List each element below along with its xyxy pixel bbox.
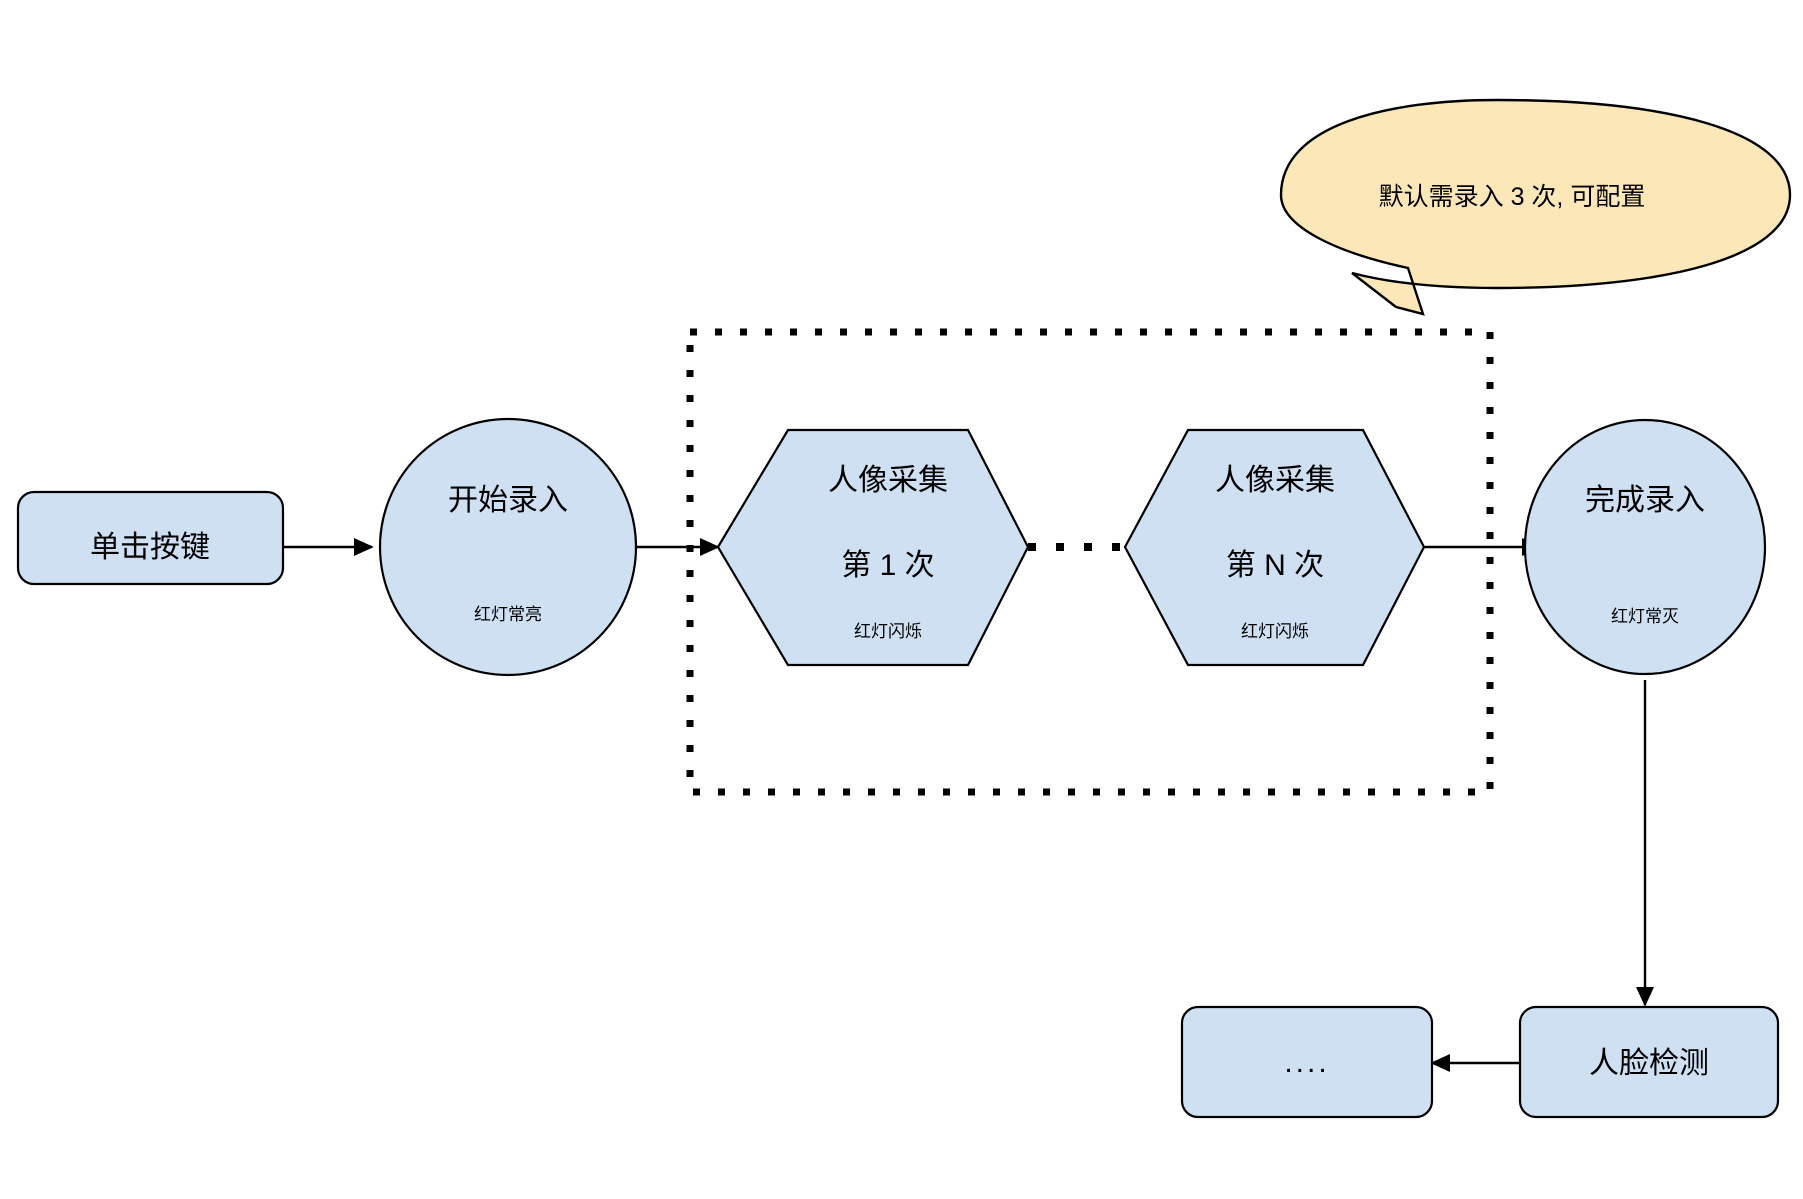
node-start-enroll-sublabel: 红灯常亮 [474, 605, 542, 624]
node-capture-first-label-line1: 人像采集 [828, 464, 948, 497]
node-finish-enroll-sublabel: 红灯常灭 [1611, 607, 1679, 626]
node-capture-nth-label-line1: 人像采集 [1215, 464, 1335, 497]
callout-balloon[interactable]: 默认需录入 3 次, 可配置 [1279, 98, 1792, 316]
node-capture-first-shape[interactable] [716, 428, 1030, 667]
node-capture-first-label-line2: 第 1 次 [841, 549, 934, 582]
node-face-detect[interactable]: 人脸检测 [1518, 1005, 1780, 1119]
node-click-key-shape[interactable] [16, 490, 285, 586]
node-start-enroll-label: 开始录入 [448, 484, 568, 517]
node-more-label: .... [1284, 1046, 1329, 1079]
node-face-detect-shape[interactable] [1518, 1005, 1780, 1119]
node-start-enroll[interactable]: 开始录入 红灯常亮 [378, 417, 638, 677]
node-click-key-label: 单击按键 [90, 531, 210, 564]
node-capture-nth-shape[interactable] [1123, 428, 1426, 667]
node-finish-enroll-label: 完成录入 [1585, 484, 1705, 517]
node-capture-nth-sublabel: 红灯闪烁 [1241, 622, 1309, 641]
node-click-key[interactable]: 单击按键 [16, 490, 285, 586]
node-finish-enroll-shape[interactable] [1523, 418, 1767, 676]
node-face-detect-label: 人脸检测 [1589, 1047, 1709, 1080]
node-start-enroll-shape[interactable] [378, 417, 638, 677]
node-capture-nth-label-line2: 第 N 次 [1226, 549, 1324, 582]
node-capture-first-sublabel: 红灯闪烁 [854, 622, 922, 641]
node-more-shape[interactable] [1180, 1005, 1434, 1119]
capture-loop-group-box [686, 328, 1494, 796]
callout-balloon-shape[interactable] [1279, 98, 1792, 316]
node-more[interactable]: .... [1180, 1005, 1434, 1119]
node-finish-enroll[interactable]: 完成录入 红灯常灭 [1523, 418, 1767, 676]
callout-text: 默认需录入 3 次, 可配置 [1379, 183, 1646, 211]
node-capture-first[interactable]: 人像采集 第 1 次 红灯闪烁 [716, 428, 1030, 667]
node-capture-nth[interactable]: 人像采集 第 N 次 红灯闪烁 [1123, 428, 1426, 667]
